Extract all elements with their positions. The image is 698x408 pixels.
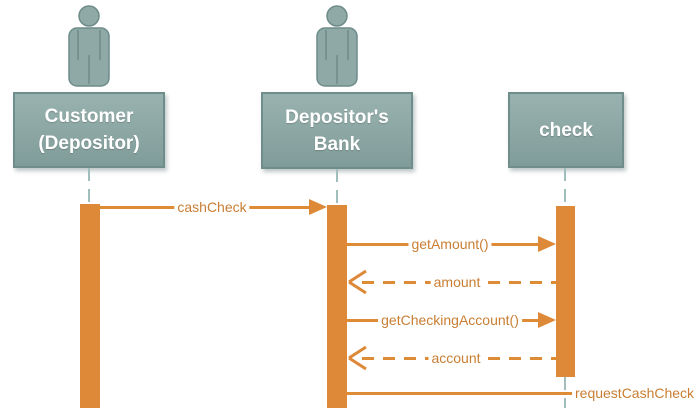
lifeline-bank	[336, 169, 338, 206]
arrowhead-getcheckingaccount	[538, 312, 556, 328]
participant-box-bank[interactable]: Depositor's Bank	[261, 92, 413, 169]
lifeline-customer	[88, 168, 90, 204]
person-icon[interactable]	[313, 5, 361, 87]
activation-bar-check[interactable]	[556, 206, 575, 377]
participant-label: (Depositor)	[38, 133, 140, 154]
message-label-requestcashcheck[interactable]: requestCashCheck	[572, 385, 698, 401]
arrowhead-cashcheck	[309, 199, 327, 215]
participant-label: Bank	[313, 133, 361, 155]
message-label-getamount[interactable]: getAmount()	[408, 236, 492, 252]
arrowhead-getamount	[538, 236, 556, 252]
person-icon[interactable]	[65, 5, 113, 87]
activation-bar-customer[interactable]	[80, 204, 100, 408]
activation-bar-bank[interactable]	[327, 205, 347, 408]
message-label-cashcheck[interactable]: cashCheck	[174, 199, 250, 215]
participant-label: check	[539, 119, 593, 141]
participant-label: Depositor's	[285, 106, 389, 128]
participant-box-customer[interactable]: Customer (Depositor)	[13, 92, 165, 168]
message-label-getcheckingaccount[interactable]: getCheckingAccount()	[378, 312, 522, 328]
arrowhead-account	[348, 345, 367, 371]
message-line-requestcashcheck	[347, 392, 572, 395]
lifeline-check	[564, 168, 566, 206]
message-label-amount[interactable]: amount	[430, 274, 484, 290]
participant-box-check[interactable]: check	[508, 92, 624, 168]
participant-label: Customer	[44, 106, 134, 127]
arrowhead-amount	[348, 269, 367, 295]
message-label-account[interactable]: account	[428, 350, 484, 366]
